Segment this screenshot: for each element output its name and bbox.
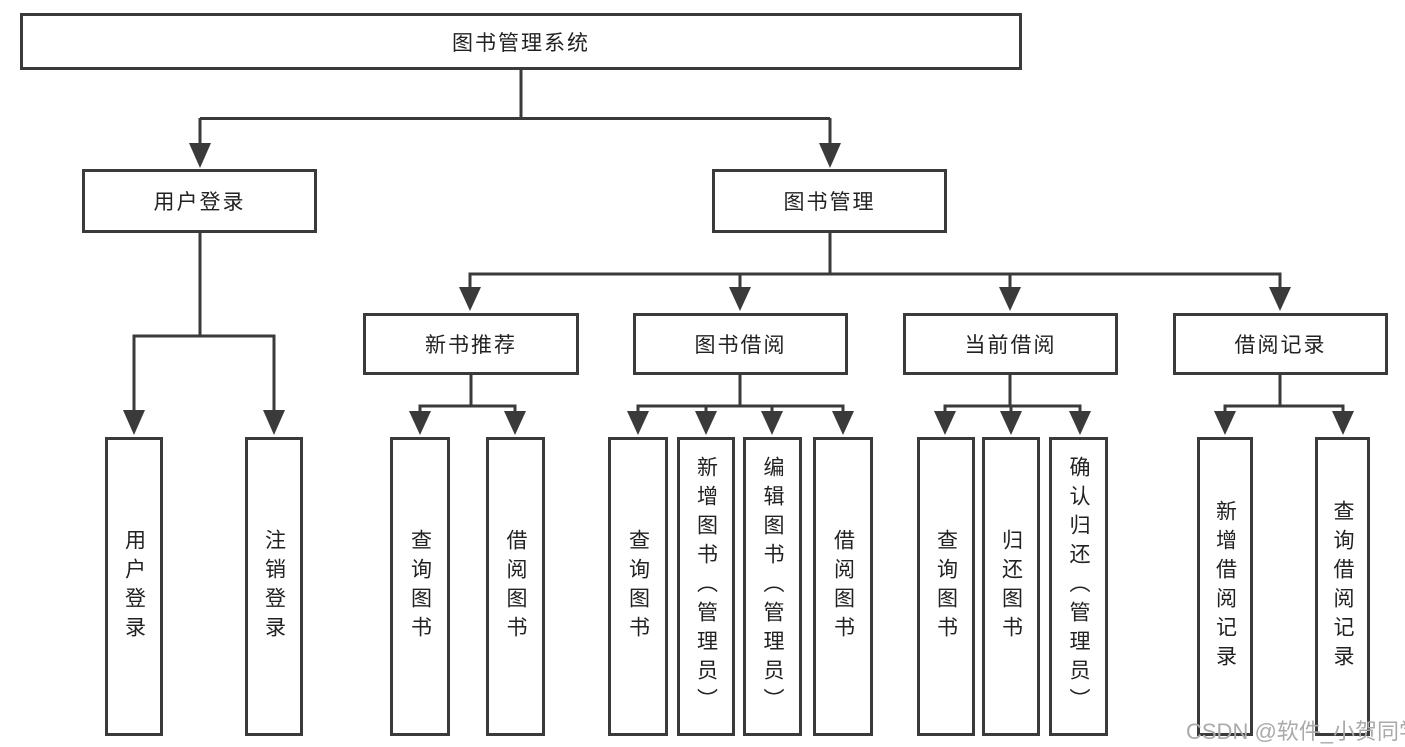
leaf-query-books-recommend-label: 查询图书 bbox=[408, 528, 432, 645]
leaf-user-login-label: 用户登录 bbox=[122, 528, 146, 645]
leaf-user-login: 用户登录 bbox=[105, 437, 163, 736]
leaf-add-borrow-record: 新增借阅记录 bbox=[1197, 437, 1253, 736]
leaf-confirm-return-admin: 确认归还（管理员） bbox=[1049, 437, 1108, 736]
leaf-add-books-admin-label: 新增图书（管理员） bbox=[694, 456, 718, 717]
csdn-watermark: CSDN @软件_小贺同学 bbox=[1186, 719, 1405, 744]
leaf-return-books: 归还图书 bbox=[982, 437, 1040, 736]
connector-user-login-to-leaves bbox=[123, 233, 285, 435]
leaf-confirm-return-admin-label: 确认归还（管理员） bbox=[1067, 456, 1090, 717]
connector-borrow-records-to-leaves bbox=[1214, 375, 1354, 435]
connector-book-borrow-to-leaves bbox=[627, 375, 854, 435]
leaf-logout: 注销登录 bbox=[245, 437, 303, 736]
leaf-query-books-current-label: 查询图书 bbox=[934, 528, 958, 645]
leaf-borrow-books: 借阅图书 bbox=[813, 437, 873, 736]
leaf-borrow-books-recommend: 借阅图书 bbox=[486, 437, 545, 736]
node-user-login-label: 用户登录 bbox=[153, 191, 246, 214]
leaf-query-books-recommend: 查询图书 bbox=[390, 437, 450, 736]
node-current-borrowing-label: 当前借阅 bbox=[964, 334, 1057, 357]
leaf-borrow-books-recommend-label: 借阅图书 bbox=[504, 528, 527, 645]
node-user-login: 用户登录 bbox=[82, 169, 317, 233]
leaf-query-books-borrow: 查询图书 bbox=[608, 437, 668, 736]
node-book-management-label: 图书管理 bbox=[783, 191, 876, 214]
node-book-management: 图书管理 bbox=[712, 169, 947, 233]
connector-root-to-level2 bbox=[189, 70, 841, 168]
leaf-edit-books-admin: 编辑图书（管理员） bbox=[743, 437, 802, 736]
connector-new-book-to-leaves bbox=[409, 375, 526, 435]
node-new-book-recommendation-label: 新书推荐 bbox=[425, 334, 517, 357]
leaf-query-books-current: 查询图书 bbox=[917, 437, 975, 736]
leaf-logout-label: 注销登录 bbox=[262, 528, 286, 645]
connector-current-borrow-to-leaves bbox=[934, 375, 1091, 435]
node-book-borrowing-label: 图书借阅 bbox=[694, 334, 787, 357]
node-borrowing-records: 借阅记录 bbox=[1173, 313, 1388, 375]
leaf-query-books-borrow-label: 查询图书 bbox=[626, 528, 650, 645]
node-borrowing-records-label: 借阅记录 bbox=[1234, 334, 1327, 357]
leaf-query-borrow-record: 查询借阅记录 bbox=[1315, 437, 1370, 736]
connector-book-management-to-level3 bbox=[459, 233, 1291, 311]
node-book-borrowing: 图书借阅 bbox=[633, 313, 848, 375]
leaf-add-borrow-record-label: 新增借阅记录 bbox=[1213, 499, 1237, 674]
node-root-label: 图书管理系统 bbox=[452, 31, 590, 55]
leaf-add-books-admin: 新增图书（管理员） bbox=[677, 437, 735, 736]
leaf-return-books-label: 归还图书 bbox=[999, 528, 1023, 645]
leaf-edit-books-admin-label: 编辑图书（管理员） bbox=[761, 456, 784, 717]
node-root-library-management-system: 图书管理系统 bbox=[20, 13, 1022, 70]
leaf-query-borrow-record-label: 查询借阅记录 bbox=[1331, 499, 1354, 674]
node-new-book-recommendation: 新书推荐 bbox=[363, 313, 579, 375]
leaf-borrow-books-label: 借阅图书 bbox=[831, 528, 855, 645]
node-current-borrowing: 当前借阅 bbox=[903, 313, 1118, 375]
